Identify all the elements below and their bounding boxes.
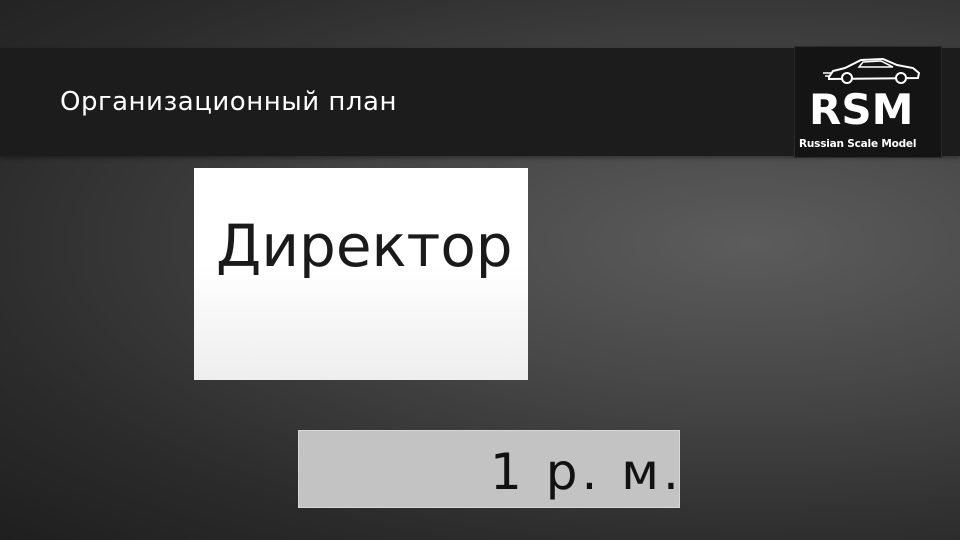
director-label: Директор: [216, 212, 513, 280]
position-count-box: [298, 430, 680, 508]
director-box: Директор: [194, 168, 528, 380]
car-icon: [823, 57, 921, 84]
logo-mark: RSM: [809, 85, 914, 134]
position-count-label: 1 р. м.: [490, 443, 683, 501]
slide-title: Организационный план: [60, 87, 397, 117]
rsm-logo: RSM Russian Scale Model: [794, 46, 942, 158]
logo-subtitle: Russian Scale Model: [799, 138, 917, 150]
